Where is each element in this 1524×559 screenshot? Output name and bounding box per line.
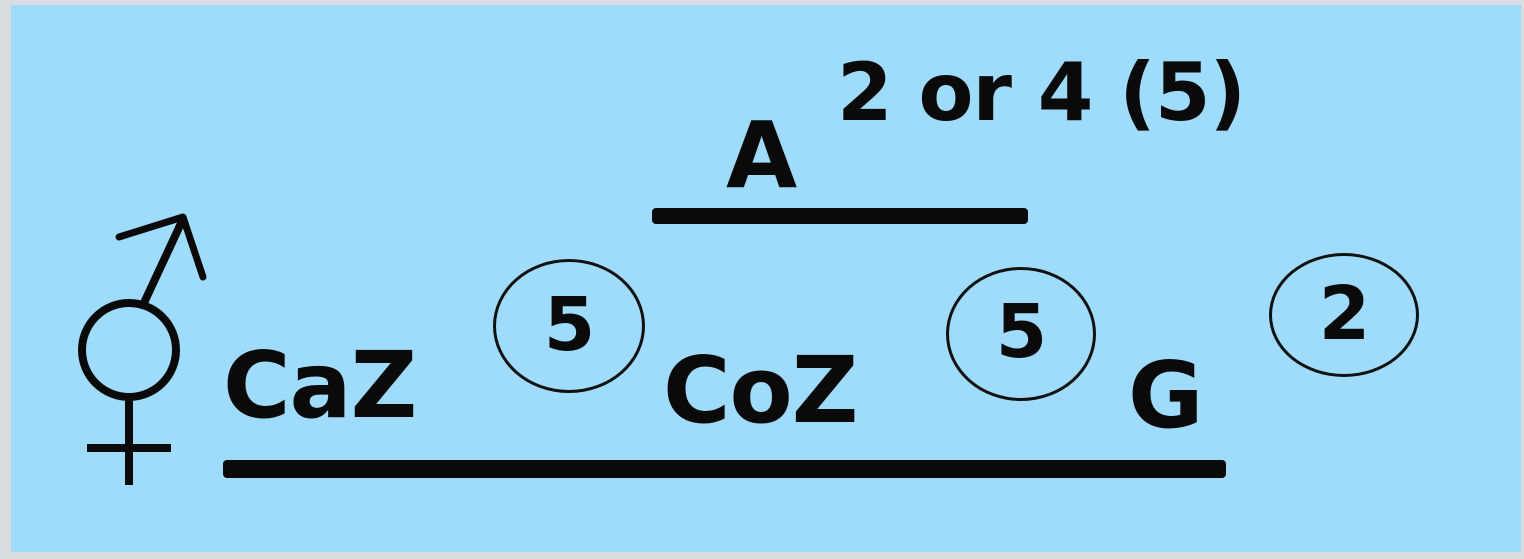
calyx-count: 5 (543, 282, 596, 368)
androecium-count: 2 or 4 (5) (837, 46, 1246, 139)
corolla-count-circle (946, 267, 1096, 401)
calyx-label: CaZ (223, 332, 417, 439)
hermaphrodite-symbol-icon (78, 213, 207, 485)
formula-underline (223, 460, 1226, 478)
androecium-overline (652, 208, 1028, 224)
gynoecium-label: G (1128, 342, 1204, 449)
gynoecium-count-circle (1269, 253, 1419, 377)
gynoecium-count: 2 (1318, 271, 1371, 357)
androecium-letter: A (726, 102, 797, 209)
calyx-count-circle (493, 259, 645, 393)
corolla-label: CoZ (663, 337, 858, 444)
floral-formula-diagram: A 2 or 4 (5) CaZ 5 CoZ 5 G 2 (11, 5, 1521, 552)
corolla-count: 5 (995, 289, 1048, 375)
